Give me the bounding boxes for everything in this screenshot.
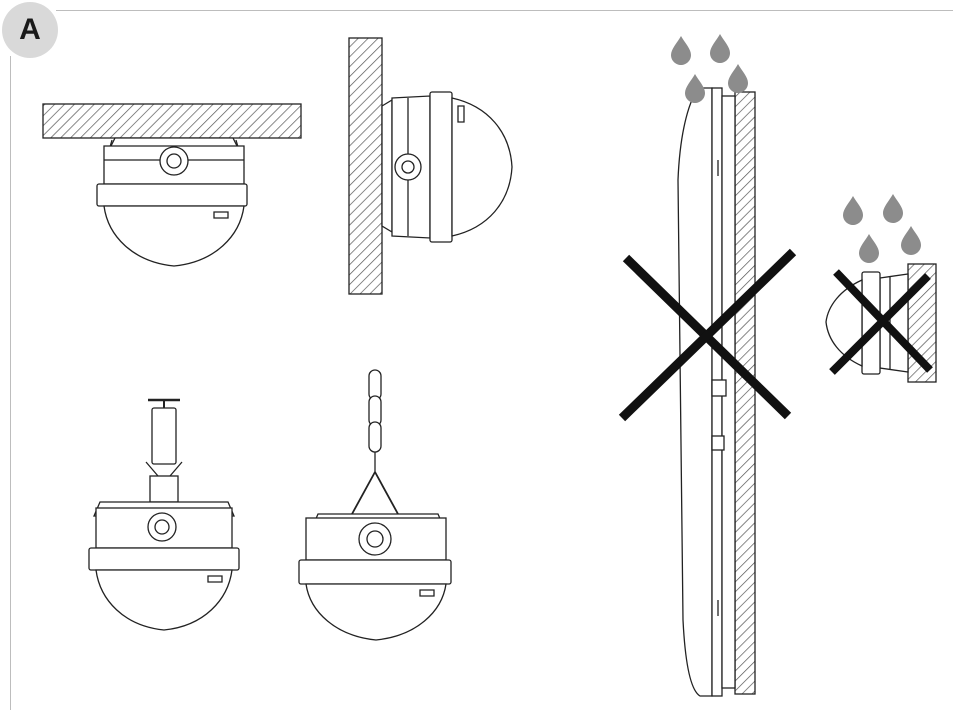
wall-mount-figure — [348, 37, 513, 295]
water-drop-icon — [685, 74, 705, 103]
prohibited-cross-icon — [618, 248, 797, 422]
panel-label: A — [19, 13, 41, 46]
ceiling-mount-figure — [42, 103, 302, 267]
panel-frame-left — [10, 56, 11, 710]
water-drop-icon — [671, 36, 691, 65]
water-drop-icon — [710, 34, 730, 63]
panel-frame-top — [56, 10, 953, 11]
vertical-profile-figure — [677, 87, 756, 697]
rod-pendant-figure — [88, 398, 240, 631]
prohibited-cross-small-icon — [829, 269, 933, 375]
water-drop-icon — [859, 234, 879, 263]
water-drop-icon — [883, 194, 903, 223]
ceiling-hatch — [42, 103, 302, 139]
water-drop-icon — [901, 226, 921, 255]
water-drop-icon — [843, 196, 863, 225]
water-drop-icon — [728, 64, 748, 93]
vertical-wall-hatch — [734, 91, 756, 695]
panel-label-badge: A — [2, 2, 58, 58]
wall-hatch — [348, 37, 383, 295]
chain-pendant-figure — [298, 369, 452, 641]
water-drops-side — [843, 194, 921, 263]
